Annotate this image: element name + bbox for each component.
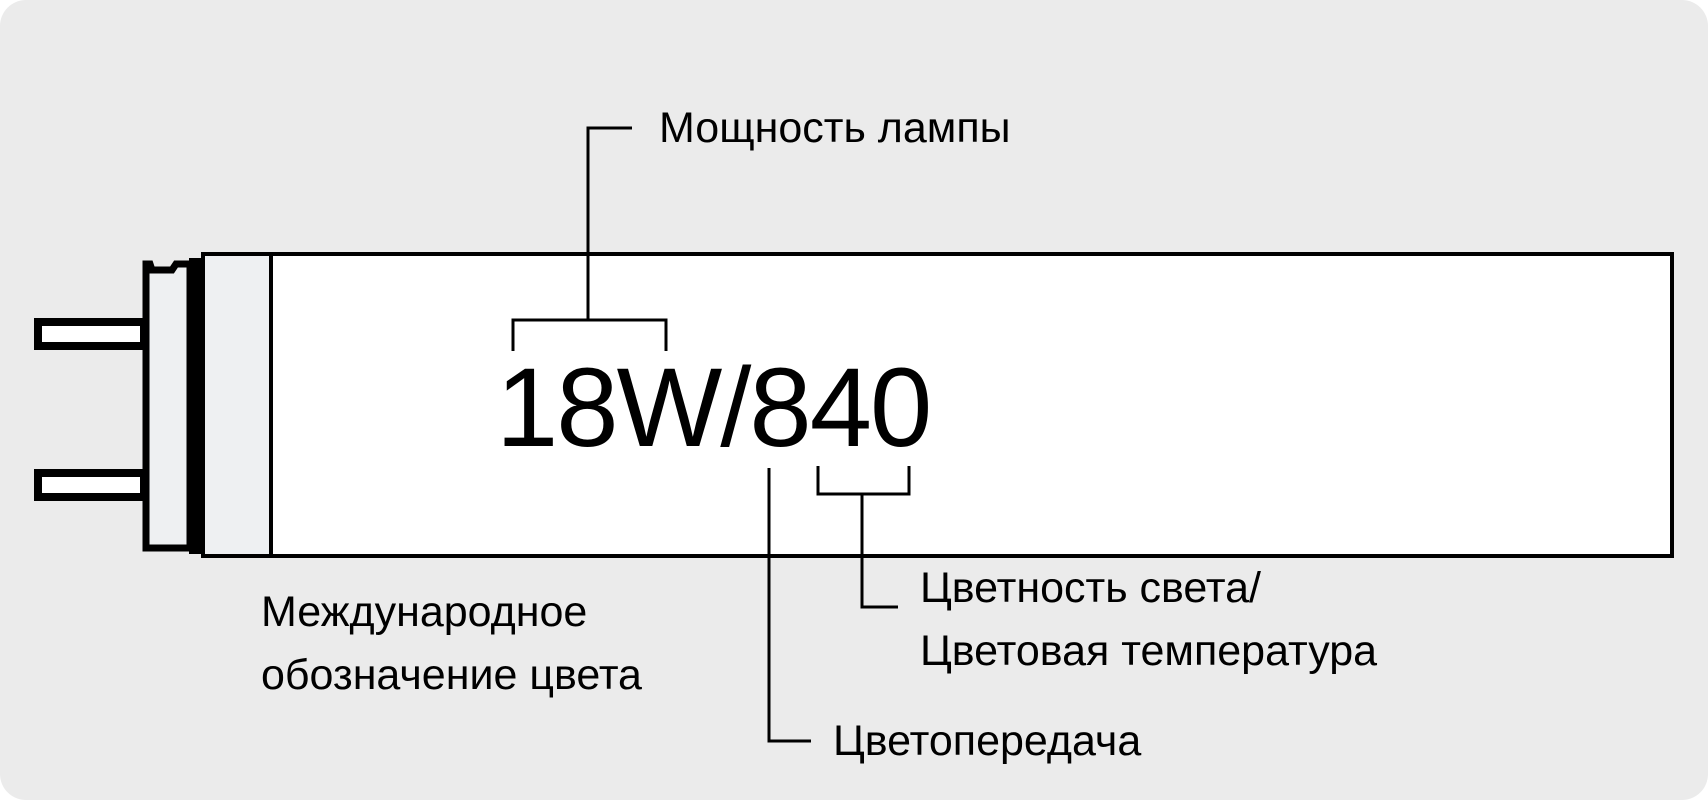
power-leader — [586, 126, 632, 320]
lamp-tube — [201, 252, 1674, 558]
color-designation-label-line1: Международное — [261, 588, 588, 636]
color-designation-label-line2: обозначение цвета — [261, 651, 642, 699]
callout-lines — [511, 126, 911, 743]
color-temp-label-line1: Цветность света/ — [920, 564, 1261, 612]
lamp-end-cap — [142, 258, 201, 554]
color-temp-leader — [860, 494, 898, 609]
color-temp-label-line2: Цветовая температура — [920, 627, 1378, 675]
color-rendering-label: Цветопередача — [833, 717, 1142, 765]
color-rendering-leader — [767, 468, 811, 743]
power-label: Мощность лампы — [659, 104, 1011, 152]
lamp-pins — [34, 318, 148, 501]
lamp-code: 18W/840 — [496, 345, 932, 470]
